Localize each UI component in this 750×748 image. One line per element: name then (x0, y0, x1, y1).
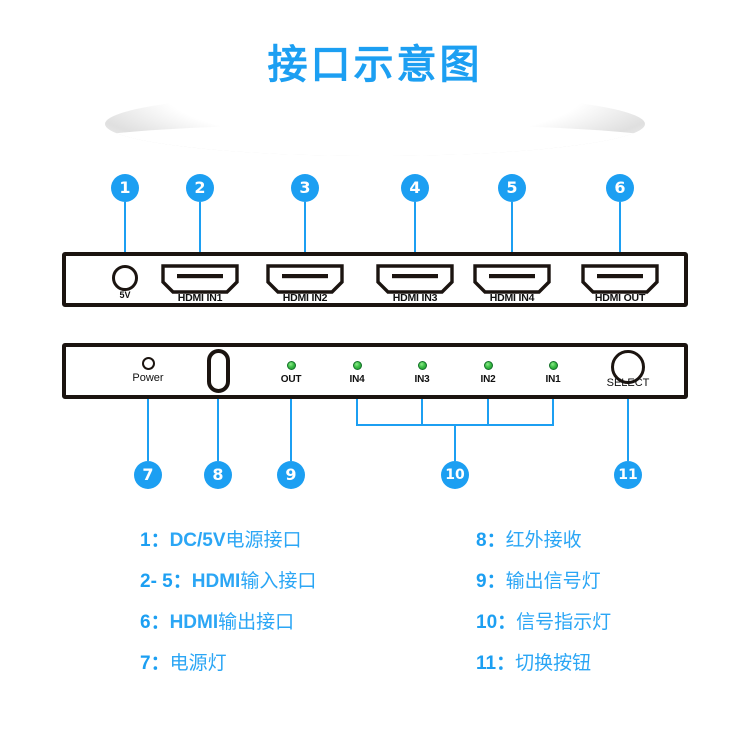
in2-led (484, 361, 493, 370)
callout-marker-9[interactable]: 9 (277, 461, 305, 489)
legend-num-8: 8： (476, 530, 506, 551)
hdmi-in4-label: HDMI IN4 (489, 292, 535, 304)
leader-line-1 (124, 202, 126, 254)
in4-led (353, 361, 362, 370)
callout-marker-3[interactable]: 3 (291, 174, 319, 202)
legend-cn-3: 输出接口 (218, 611, 295, 633)
in2-led-label: IN2 (480, 374, 496, 385)
ir-receiver (207, 349, 230, 393)
in1-led (549, 361, 558, 370)
hdmi-out[interactable] (581, 264, 659, 294)
legend-latin-3: HDMI (169, 612, 219, 633)
callout-marker-6[interactable]: 6 (606, 174, 634, 202)
leader-line-6 (619, 202, 621, 274)
legend-item-4: 7：电源灯 (140, 643, 316, 684)
leader-line-4 (414, 202, 416, 274)
legend-item-1: 1：DC/5V电源接口 (140, 520, 316, 561)
hdmi-in4[interactable] (473, 264, 551, 294)
in3-led-label: IN3 (414, 374, 430, 385)
dc-5v-jack-label: 5V (119, 290, 131, 300)
callout-marker-10[interactable]: 10 (441, 461, 469, 489)
leader-line-5 (511, 202, 513, 274)
callout-marker-4[interactable]: 4 (401, 174, 429, 202)
leader-line-8 (217, 399, 219, 461)
leader-line-2 (199, 202, 201, 274)
bracket-drop-in2 (487, 399, 489, 425)
dc-5v-jack[interactable] (112, 265, 138, 291)
legend-num-3: 6： (140, 612, 170, 633)
legend-column-left: 1：DC/5V电源接口 2- 5：HDMI输入接口 6：HDMI输出接口 7：电… (140, 520, 316, 684)
legend-cn-8: 红外接收 (505, 529, 582, 551)
in1-led-label: IN1 (545, 374, 561, 385)
bracket-drop-in1 (552, 399, 554, 425)
legend-cn-2: 输入接口 (240, 570, 317, 592)
leader-line-7 (147, 399, 149, 461)
legend-item-3: 6：HDMI输出接口 (140, 602, 316, 643)
callout-marker-7[interactable]: 7 (134, 461, 162, 489)
page-title: 接口示意图 (267, 42, 483, 88)
select-button[interactable] (611, 350, 645, 384)
leader-line-9 (290, 399, 292, 461)
legend-num-10: 10： (476, 612, 517, 633)
legend-num-1: 1： (140, 530, 170, 551)
legend-cn-10: 信号指示灯 (516, 611, 612, 633)
front-panel (62, 343, 688, 399)
callout-marker-8[interactable]: 8 (204, 461, 232, 489)
legend-cn-4: 电源灯 (169, 652, 227, 674)
hdmi-in1-label: HDMI IN1 (177, 292, 223, 304)
in3-led (418, 361, 427, 370)
out-led-label: OUT (280, 374, 302, 385)
legend-num-9: 9： (476, 571, 506, 592)
legend-num-11: 11： (476, 653, 516, 674)
hdmi-in3[interactable] (376, 264, 454, 294)
in4-led-label: IN4 (349, 374, 365, 385)
legend-item-10: 10：信号指示灯 (476, 602, 611, 643)
callout-marker-11[interactable]: 11 (614, 461, 642, 489)
hdmi-in3-label: HDMI IN3 (392, 292, 438, 304)
legend-cn-1: 电源接口 (225, 529, 302, 551)
bracket-stem (454, 424, 456, 461)
callout-marker-1[interactable]: 1 (111, 174, 139, 202)
legend-latin-1: DC/5V (169, 530, 226, 551)
hdmi-in1[interactable] (161, 264, 239, 294)
hdmi-in2[interactable] (266, 264, 344, 294)
bracket-drop-in3 (421, 399, 423, 425)
callout-marker-5[interactable]: 5 (498, 174, 526, 202)
hdmi-in2-label: HDMI IN2 (282, 292, 328, 304)
legend-num-2: 2- 5： (140, 571, 192, 592)
callout-marker-2[interactable]: 2 (186, 174, 214, 202)
select-button-label: SELECT (606, 377, 650, 389)
power-led (142, 357, 155, 370)
legend-cn-11: 切换按钮 (515, 652, 592, 674)
legend-cn-9: 输出信号灯 (505, 570, 601, 592)
power-led-label: Power (132, 372, 164, 384)
legend-latin-2: HDMI (191, 571, 241, 592)
hdmi-out-label: HDMI OUT (594, 292, 646, 304)
out-led (287, 361, 296, 370)
leader-line-3 (304, 202, 306, 274)
legend-item-11: 11：切换按钮 (476, 643, 611, 684)
legend-num-4: 7： (140, 653, 170, 674)
legend-column-right: 8：红外接收 9：输出信号灯 10：信号指示灯 11：切换按钮 (476, 520, 611, 684)
legend: 1：DC/5V电源接口 2- 5：HDMI输入接口 6：HDMI输出接口 7：电… (0, 520, 750, 700)
title-divider (105, 92, 645, 156)
legend-item-2: 2- 5：HDMI输入接口 (140, 561, 316, 602)
legend-item-8: 8：红外接收 (476, 520, 611, 561)
bracket-drop-in4 (356, 399, 358, 425)
legend-item-9: 9：输出信号灯 (476, 561, 611, 602)
leader-line-11 (627, 399, 629, 461)
